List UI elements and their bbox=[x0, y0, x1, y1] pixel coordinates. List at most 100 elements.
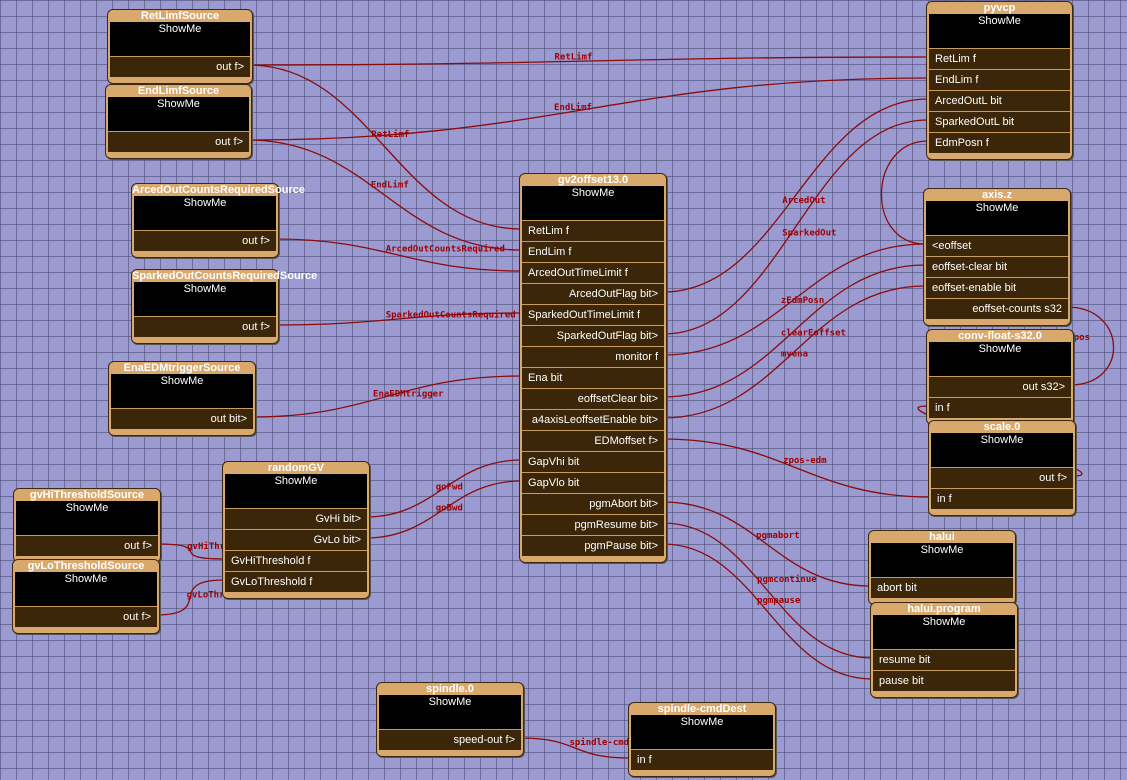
pin-output[interactable]: out f> bbox=[108, 131, 249, 152]
pin-output[interactable]: GvLo bit> bbox=[225, 529, 367, 550]
node-showme-panel[interactable]: ShowMe bbox=[108, 97, 249, 131]
pin-input[interactable]: Ena bit bbox=[522, 367, 664, 388]
pin-input[interactable]: GvHiThreshold f bbox=[225, 550, 367, 571]
wire-zpos-edm[interactable] bbox=[662, 438, 931, 498]
wire-RetLimf[interactable] bbox=[248, 56, 929, 66]
pin-output[interactable]: out bit> bbox=[111, 408, 253, 429]
pin-input[interactable]: SparkedOutL bit bbox=[929, 111, 1070, 132]
wire-RetLimf[interactable] bbox=[248, 64, 522, 230]
pin-output[interactable]: monitor f bbox=[522, 346, 664, 367]
pin-output[interactable]: out f> bbox=[15, 606, 157, 627]
wire-SparkedOut[interactable] bbox=[662, 119, 929, 335]
node-showme-panel[interactable]: ShowMe bbox=[631, 715, 773, 749]
pin-input[interactable]: resume bit bbox=[873, 649, 1015, 670]
pin-output[interactable]: out f> bbox=[134, 316, 276, 337]
node-showme-panel[interactable]: ShowMe bbox=[522, 186, 664, 220]
pin-output[interactable]: eoffset-counts s32 bbox=[926, 298, 1068, 319]
node-showme-panel[interactable]: ShowMe bbox=[379, 695, 521, 729]
node-showme-panel[interactable]: ShowMe bbox=[134, 196, 276, 230]
wire-goFwd[interactable] bbox=[365, 459, 522, 518]
wire-EnaEDMtrigger[interactable] bbox=[251, 375, 522, 418]
pin-output[interactable]: GvHi bit> bbox=[225, 508, 367, 529]
wire-ArcedOutCountsRequired[interactable] bbox=[274, 238, 522, 272]
wire-gvHiThre[interactable] bbox=[156, 543, 225, 560]
wire-zEdmPosn[interactable] bbox=[662, 243, 926, 356]
pin-input[interactable]: EndLim f bbox=[929, 69, 1070, 90]
pin-input[interactable]: GapVhi bit bbox=[522, 451, 664, 472]
wire-EndLimf[interactable] bbox=[247, 77, 929, 141]
pin-input[interactable]: abort bit bbox=[871, 577, 1013, 598]
node-showme-panel[interactable]: ShowMe bbox=[931, 433, 1073, 467]
pin-input[interactable]: eoffset-enable bit bbox=[926, 277, 1068, 298]
pin-input[interactable]: ArcedOutL bit bbox=[929, 90, 1070, 111]
node-showme-panel[interactable]: ShowMe bbox=[225, 474, 367, 508]
wire-SparkedOutCountsRequired[interactable] bbox=[274, 312, 522, 326]
node-showme-panel[interactable]: ShowMe bbox=[873, 615, 1015, 649]
node-showme-panel[interactable]: ShowMe bbox=[929, 342, 1071, 376]
pin-input[interactable]: GvLoThreshold f bbox=[225, 571, 367, 592]
wire-clearEoffset[interactable] bbox=[662, 264, 926, 398]
pin-output[interactable]: SparkedOutFlag bit> bbox=[522, 325, 664, 346]
pin-input[interactable]: ArcedOutTimeLimit f bbox=[522, 262, 664, 283]
pin-output[interactable]: ArcedOutFlag bit> bbox=[522, 283, 664, 304]
wire-pgmpause[interactable] bbox=[662, 543, 873, 680]
pin-input[interactable]: RetLim f bbox=[929, 48, 1070, 69]
pin-input[interactable]: in f bbox=[631, 749, 773, 770]
pin-input[interactable]: in f bbox=[931, 488, 1073, 509]
pin-input[interactable]: GapVlo bit bbox=[522, 472, 664, 493]
node-showme-panel[interactable]: ShowMe bbox=[134, 282, 276, 316]
node-showme-panel[interactable]: ShowMe bbox=[871, 543, 1013, 577]
node-showme-panel[interactable]: ShowMe bbox=[111, 374, 253, 408]
pin-input[interactable]: SparkedOutTimeLimit f bbox=[522, 304, 664, 325]
pin-input[interactable]: <eoffset bbox=[926, 235, 1068, 256]
pin-input[interactable]: in f bbox=[929, 397, 1071, 418]
wire-myena[interactable] bbox=[662, 285, 926, 419]
pin-input[interactable]: eoffset-clear bit bbox=[926, 256, 1068, 277]
wire-gvLoThreshold[interactable] bbox=[155, 579, 225, 616]
pin-output[interactable]: a4axisLeoffsetEnable bit> bbox=[522, 409, 664, 430]
pin-input[interactable]: pause bit bbox=[873, 670, 1015, 691]
pin-output[interactable]: speed-out f> bbox=[379, 729, 521, 750]
wire-spindle-cmd[interactable] bbox=[519, 737, 631, 759]
wire-ArcedOut[interactable] bbox=[662, 98, 929, 293]
wire-goBwd[interactable] bbox=[365, 480, 522, 539]
pin-output[interactable]: pgmPause bit> bbox=[522, 535, 664, 556]
node-showme-panel[interactable]: ShowMe bbox=[15, 572, 157, 606]
pin-output[interactable]: out f> bbox=[16, 535, 158, 556]
pin-output[interactable]: out f> bbox=[110, 56, 250, 77]
wire-zEdmPosn[interactable] bbox=[880, 140, 929, 245]
node-showme-panel[interactable]: ShowMe bbox=[929, 14, 1070, 48]
node-showme-panel[interactable]: ShowMe bbox=[16, 501, 158, 535]
pin-output[interactable]: pgmAbort bit> bbox=[522, 493, 664, 514]
pin-output[interactable]: EDMoffset f> bbox=[522, 430, 664, 451]
pin-output[interactable]: out s32> bbox=[929, 376, 1071, 397]
pin-input[interactable]: EdmPosn f bbox=[929, 132, 1070, 153]
node-showme-panel[interactable]: ShowMe bbox=[926, 201, 1068, 235]
pin-output[interactable]: eoffsetClear bit> bbox=[522, 388, 664, 409]
pin-output[interactable]: out f> bbox=[134, 230, 276, 251]
pin-output[interactable]: out f> bbox=[931, 467, 1073, 488]
pin-input[interactable]: EndLim f bbox=[522, 241, 664, 262]
wire-pgmcontinue[interactable] bbox=[662, 522, 873, 659]
pin-input[interactable]: RetLim f bbox=[522, 220, 664, 241]
wire-pgmabort[interactable] bbox=[662, 501, 871, 587]
pin-output[interactable]: pgmResume bit> bbox=[522, 514, 664, 535]
node-showme-panel[interactable]: ShowMe bbox=[110, 22, 250, 56]
